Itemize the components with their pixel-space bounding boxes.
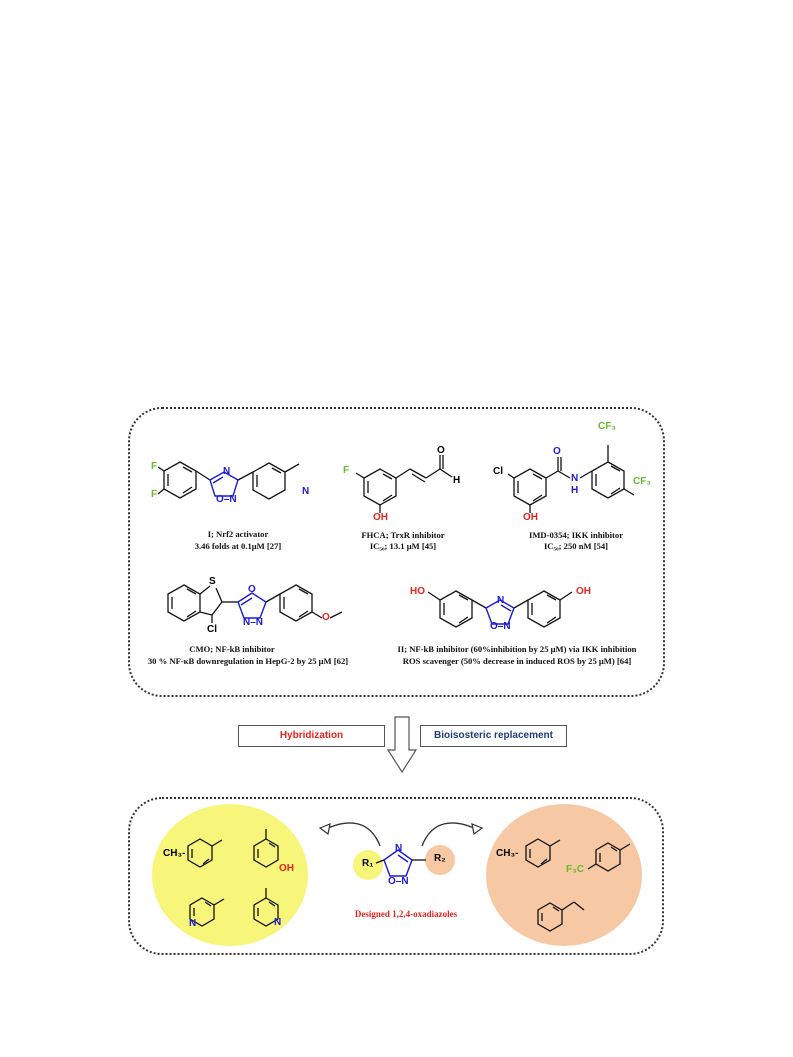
atom-oxadiazole-N-II: N [497, 595, 505, 606]
atom-amide-N: N [571, 473, 579, 484]
r1-pyridine-N-2: N [274, 917, 282, 928]
structure-compound-CMO [167, 584, 343, 623]
atom-cf3-right: CF₃ [633, 476, 651, 487]
atom-hydroxyl-imd: OH [523, 512, 538, 523]
atom-oxadiazole-NN-cmo: N–N [243, 617, 264, 628]
structure-compound-IMD-0354 [507, 445, 635, 513]
r2-label: R₂ [434, 853, 446, 864]
caption-compound-II-line2: ROS scavenger (50% decrease in induced R… [402, 656, 632, 666]
r1-options-circle [152, 804, 308, 946]
atom-oxadiazole-O-cmo: O [248, 584, 256, 595]
r1-label: R₁ [362, 858, 374, 869]
designed-compounds-panel [128, 797, 664, 955]
caption-compound-IMD-line1: IMD-0354; IKK inhibitor [528, 530, 624, 540]
scaffold-ON-label: O–N [388, 876, 409, 887]
bioisosteric-replacement-box: Bioisosteric replacement [420, 725, 567, 747]
r2-options-circle [486, 804, 642, 946]
atom-hydroxyl-II-left: HO [410, 586, 425, 597]
caption-compound-CMO-line1: CMO; NF-kB inhibitor [189, 644, 275, 654]
caption-compound-IMD-line2: IC₅₀; 250 nM [54] [543, 541, 609, 551]
atom-methoxy-O: O [322, 612, 330, 623]
atom-hydroxyl-fhca: OH [373, 512, 388, 523]
atom-oxadiazole-ON-II: O–N [490, 621, 511, 632]
structure-compound-II [427, 590, 573, 628]
caption-compound-CMO-line2: 30 % NF-κB downregulation in HepG-2 by 2… [147, 656, 349, 666]
atom-pyridine-N: N [302, 486, 310, 497]
r2-methyl-label: CH₃- [496, 848, 519, 859]
atom-sulfur: S [209, 576, 216, 587]
atom-oxadiazole-N: N [223, 466, 231, 477]
atom-carbonyl-O-imd: O [553, 446, 561, 457]
atom-cf3-top: CF₃ [598, 421, 616, 432]
caption-compound-I-line1: I; Nrf2 activator [207, 529, 269, 539]
structure-compound-I [157, 461, 300, 500]
atom-fluorine-1: F [151, 461, 158, 472]
caption-compound-I-line2: 3.46 folds at 0.1μM [27] [194, 541, 282, 551]
structure-compound-FHCA [355, 455, 453, 513]
caption-compound-FHCA-line2: IC₅₀; 13.1 μM [45] [369, 541, 437, 551]
reference-compounds-panel [128, 407, 665, 697]
r1-hydroxyl-label: OH [279, 863, 294, 874]
designed-scaffold [318, 822, 484, 880]
atom-carbonyl-O-fhca: O [437, 445, 445, 456]
scaffold-N-label: N [395, 843, 403, 854]
atom-fluorine-2: F [151, 489, 158, 500]
atom-chlorine-imd: Cl [493, 466, 503, 477]
r2-trifluoromethyl-label: F₃C [566, 864, 584, 875]
atom-fluorine-fhca: F [343, 465, 350, 476]
hybridization-box: Hybridization [238, 725, 385, 747]
atom-aldehyde-H: H [453, 475, 461, 486]
designed-oxadiazoles-label: Designed 1,2,4-oxadiazoles [354, 909, 458, 919]
caption-compound-II-line1: II; NF-kB inhibitor (60%inhibition by 25… [397, 644, 637, 654]
caption-compound-FHCA-line1: FHCA; TrxR inhibitor [361, 530, 445, 540]
atom-oxadiazole-ON: O–N [216, 494, 237, 505]
atom-amide-H: H [571, 485, 579, 496]
atom-chlorine-cmo: Cl [207, 624, 217, 635]
r1-methyl-label: CH₃- [163, 848, 186, 859]
r1-pyridine-N-1: N [189, 918, 197, 929]
atom-hydroxyl-II-right: OH [576, 586, 591, 597]
down-arrow [386, 716, 418, 774]
